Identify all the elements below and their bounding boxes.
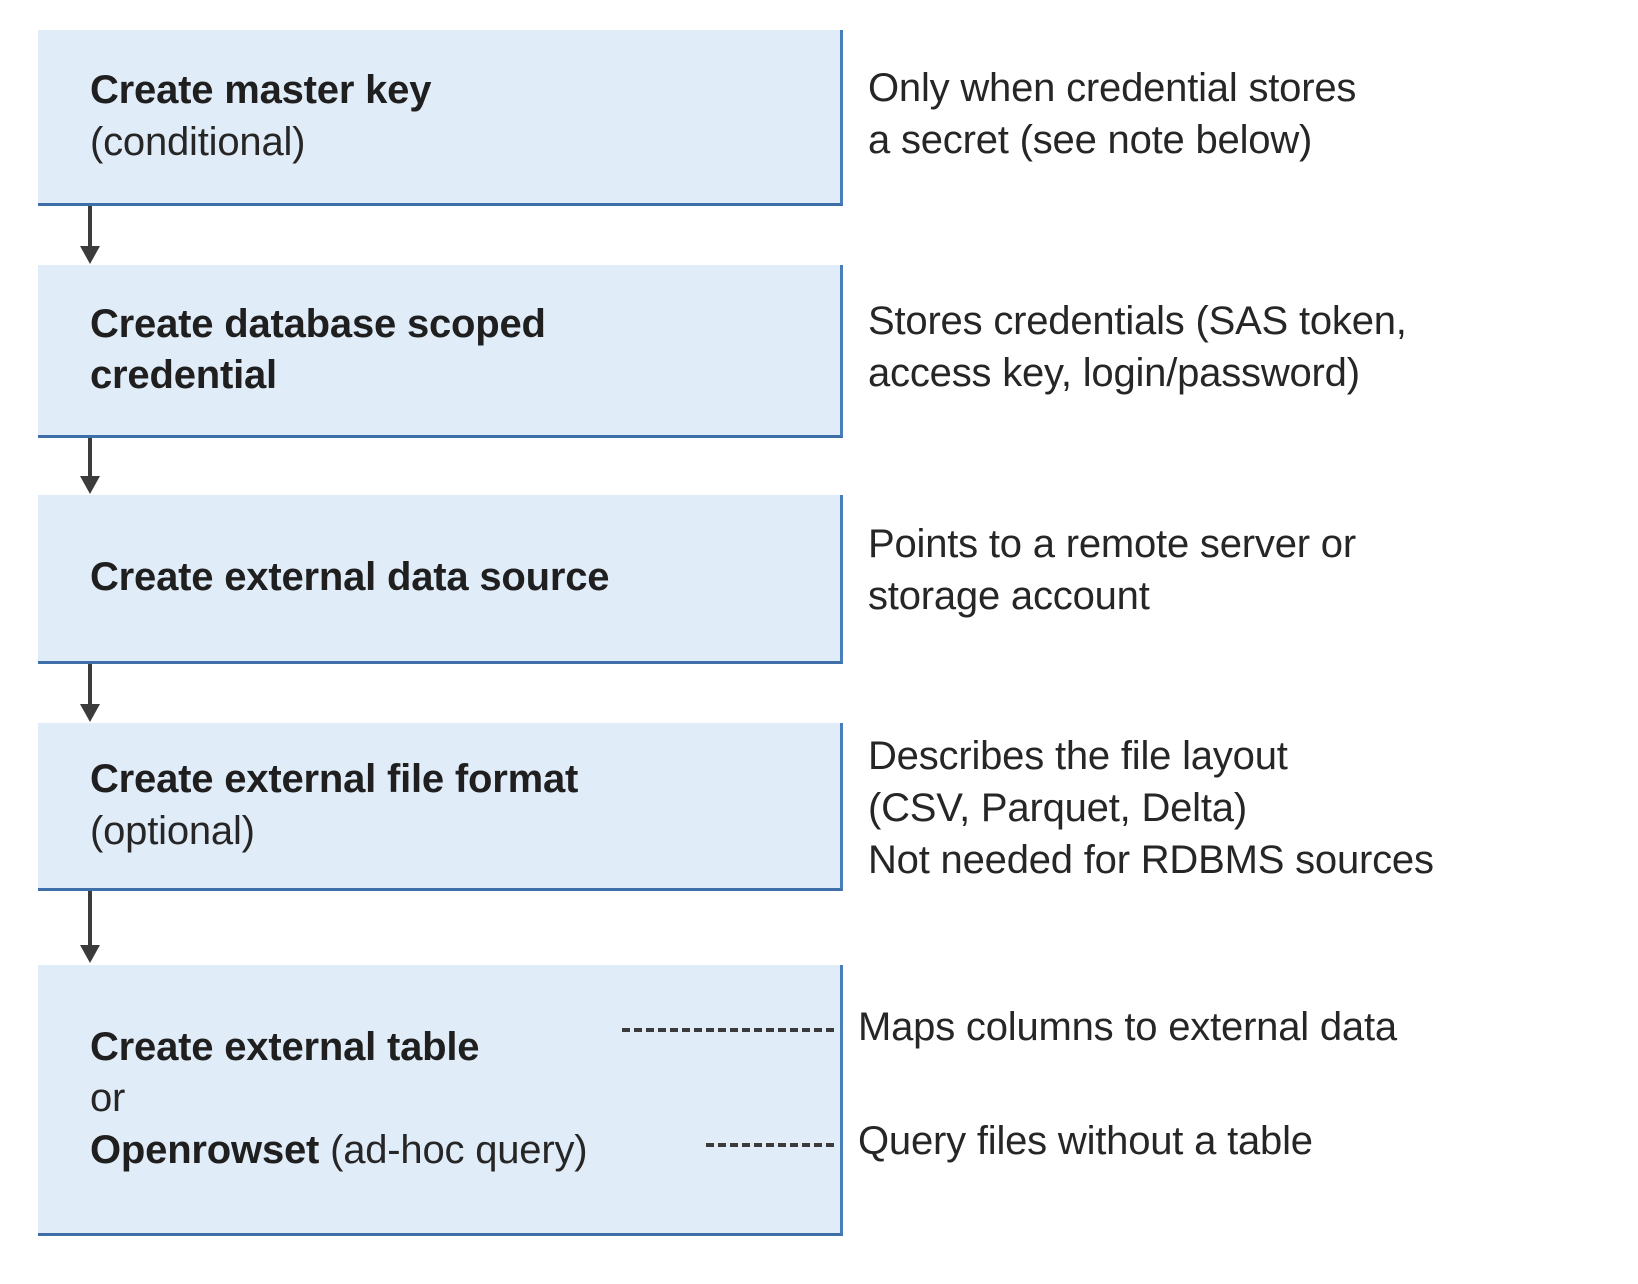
step-alt-heading-bold: Openrowset [90, 1127, 320, 1172]
step-box-content: Create master key (conditional) [38, 65, 840, 167]
step-heading: Create external table [90, 1025, 480, 1070]
arrow-head-icon [80, 945, 100, 963]
step-subtext: (optional) [90, 808, 255, 853]
step-box-create-master-key[interactable]: Create master key (conditional) [38, 30, 843, 206]
step-box-create-external-table-or-openrowset[interactable]: Create external table or Openrowset (ad-… [38, 965, 843, 1236]
dashed-leader-external-table [622, 1028, 834, 1032]
step-alt-heading-rest: (ad-hoc query) [319, 1127, 588, 1172]
arrow-shaft [88, 438, 92, 478]
step-note-external-table: Maps columns to external data [858, 1005, 1397, 1049]
step-separator-or: or [90, 1076, 126, 1121]
step-box-content: Create external file format (optional) [38, 754, 840, 856]
flow-arrow-2 [80, 438, 100, 496]
step-box-content: Create external data source [38, 552, 840, 603]
arrow-shaft [88, 891, 92, 947]
dashed-leader-openrowset [706, 1143, 834, 1147]
flow-arrow-3 [80, 664, 100, 724]
step-box-create-database-scoped-credential[interactable]: Create database scoped credential [38, 265, 843, 438]
flow-arrow-4 [80, 891, 100, 967]
step-note-create-external-data-source: Points to a remote server or storage acc… [868, 522, 1356, 618]
arrow-shaft [88, 664, 92, 706]
step-heading: Create database scoped credential [90, 301, 546, 397]
step-note-openrowset: Query files without a table [858, 1119, 1313, 1163]
step-heading: Create external file format [90, 757, 579, 802]
arrow-head-icon [80, 476, 100, 494]
step-note-create-external-file-format: Describes the file layout (CSV, Parquet,… [868, 734, 1434, 882]
arrow-shaft [88, 206, 92, 248]
step-box-create-external-data-source[interactable]: Create external data source [38, 495, 843, 664]
step-heading: Create external data source [90, 555, 610, 600]
step-box-create-external-file-format[interactable]: Create external file format (optional) [38, 723, 843, 891]
step-box-content: Create external table or Openrowset (ad-… [38, 1022, 840, 1176]
step-note-create-database-scoped-credential: Stores credentials (SAS token, access ke… [868, 299, 1407, 395]
step-note-create-master-key: Only when credential stores a secret (se… [868, 66, 1357, 162]
step-box-content: Create database scoped credential [38, 299, 840, 401]
step-heading: Create master key [90, 68, 432, 113]
flow-arrow-1 [80, 206, 100, 266]
step-alt-heading: Openrowset (ad-hoc query) [90, 1125, 826, 1176]
arrow-head-icon [80, 704, 100, 722]
step-subtext: (conditional) [90, 119, 306, 164]
arrow-head-icon [80, 246, 100, 264]
